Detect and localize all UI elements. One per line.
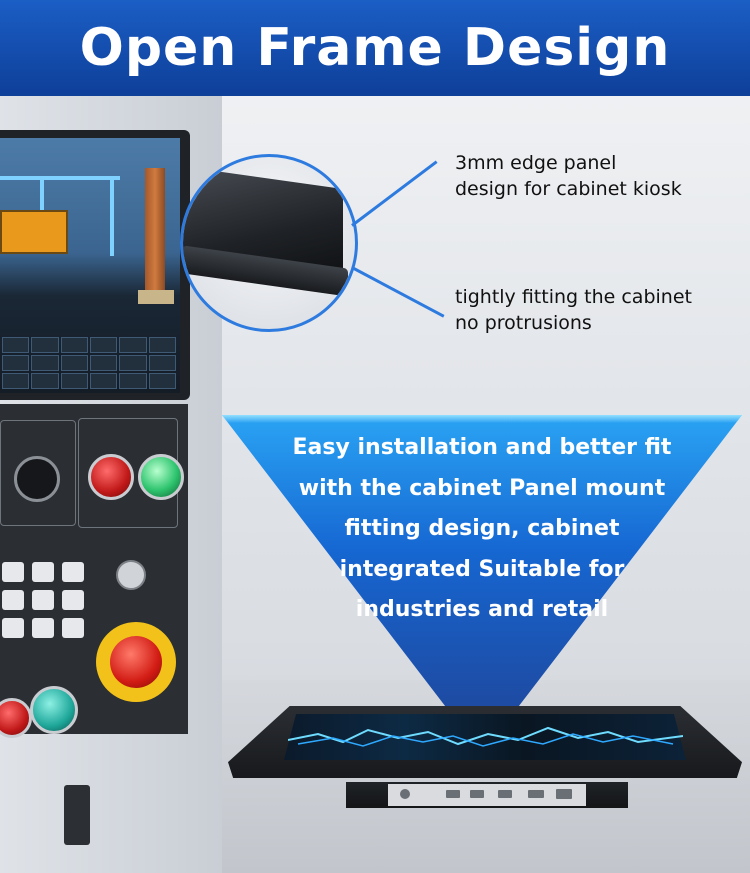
lan-port — [556, 789, 572, 799]
feature-line-3: fitting design, cabinet — [344, 516, 620, 541]
scada-data-grid — [0, 335, 178, 391]
emergency-stop-icon — [110, 636, 162, 688]
callout-edge-panel-line1: 3mm edge panel — [455, 152, 617, 174]
callout-fit-cabinet-line1: tightly fitting the cabinet — [455, 286, 692, 308]
scada-pipe — [0, 176, 120, 180]
program-protect-key — [116, 560, 146, 590]
mode-selector-box — [0, 420, 76, 526]
callout-fit-cabinet-line2: no protrusions — [455, 312, 592, 334]
header-banner: Open Frame Design — [0, 0, 750, 96]
feature-line-4: integrated Suitable for — [339, 556, 625, 582]
open-frame-panel-device — [228, 706, 742, 808]
power-on-button — [138, 454, 184, 500]
power-port — [400, 789, 410, 799]
jog-keypad — [2, 562, 84, 638]
feature-line-5: industries and retail — [355, 597, 609, 622]
device-port-panel — [388, 784, 586, 806]
cabinet-hook — [64, 785, 90, 845]
feature-line-1: Easy installation and better fit — [292, 435, 672, 460]
hdmi-port — [528, 790, 544, 798]
device-screen-lightning — [288, 726, 683, 747]
callout-fit-cabinet: tightly fitting the cabinet no protrusio… — [455, 284, 692, 336]
scada-chimney — [145, 168, 165, 298]
power-off-button — [88, 454, 134, 500]
page-title: Open Frame Design — [79, 18, 671, 78]
usb-port — [446, 790, 460, 798]
usb-port — [470, 790, 484, 798]
feature-line-2: with the cabinet Panel mount — [298, 475, 666, 501]
light-funnel — [222, 415, 742, 715]
scada-tank — [0, 210, 68, 254]
cycle-start-button — [30, 686, 78, 734]
scada-pipe — [40, 176, 44, 210]
callout-edge-panel-line2: design for cabinet kiosk — [455, 178, 682, 200]
usb-port — [498, 790, 512, 798]
scada-chimney-base — [138, 290, 174, 304]
scada-pipe — [110, 176, 114, 256]
mode-knob — [14, 456, 60, 502]
device-screen — [284, 714, 686, 760]
feature-description: Easy installation and better fit with th… — [272, 428, 692, 631]
edge-zoom-icon — [180, 154, 358, 332]
callout-edge-panel: 3mm edge panel design for cabinet kiosk — [455, 150, 682, 202]
